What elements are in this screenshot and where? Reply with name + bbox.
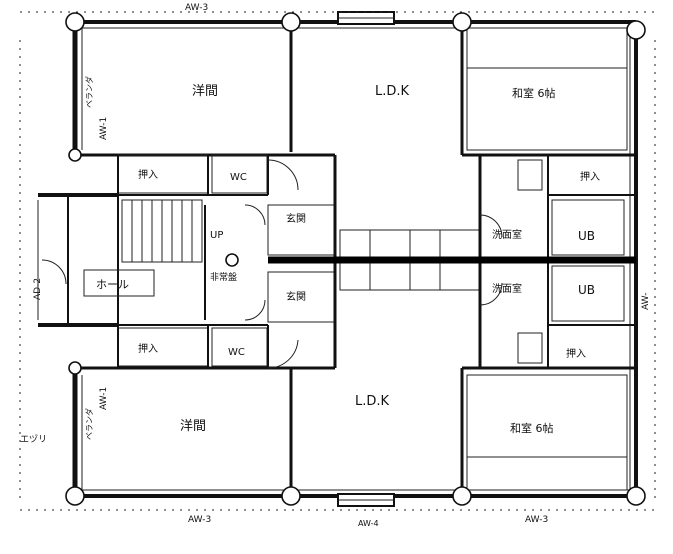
lower-tatami-label: 和室 6帖: [510, 421, 554, 435]
hall-label: ホール: [96, 278, 129, 291]
lower-closet-right-label: 押入: [566, 347, 586, 360]
room-labels: 洋間 L.D.K 和室 6帖 押入 WC 押入 玄関 洗面室 UB UP 非常盤…: [96, 84, 600, 435]
door-swings: [41, 159, 503, 369]
aw4-bottom-label: AW-4: [358, 519, 379, 528]
lower-western-label: 洋間: [180, 419, 206, 434]
ezri-label: エヅリ: [20, 434, 47, 445]
main-distribution-label: 非常盤: [210, 271, 237, 283]
windows: [337, 11, 395, 507]
laundry-lower-label: 洗面室: [492, 282, 522, 295]
lower-ldk-label: L.D.K: [355, 394, 390, 409]
annotation-labels: AW-1 ベランダ AD-2 AW-1 ベランダ エヅリ AW-3 AW-3 A…: [20, 3, 651, 528]
upper-ldk-label: L.D.K: [375, 84, 410, 99]
aw3-top-label: AW-3: [185, 3, 208, 13]
upper-entrance-label: 玄関: [286, 212, 306, 225]
veranda-lower-label: ベランダ: [84, 408, 94, 440]
aw1-upper-label: AW-1: [99, 117, 109, 140]
upper-wc-label: WC: [230, 172, 247, 183]
aw3-bottom-left-label: AW-3: [188, 515, 211, 525]
aw3-bottom-right-label: AW-3: [525, 515, 548, 525]
aw1-lower-label: AW-1: [99, 387, 109, 410]
lower-wc-label: WC: [228, 347, 245, 358]
veranda-upper-label: ベランダ: [84, 76, 94, 108]
dimension-marks: [19, 11, 660, 511]
interior-walls: [75, 22, 636, 496]
aw-right-label: AW-: [641, 293, 651, 310]
upper-closet-right-label: 押入: [580, 170, 600, 183]
upper-western-label: 洋間: [192, 84, 218, 99]
up-label: UP: [210, 230, 223, 241]
upper-tatami-label: 和室 6帖: [512, 86, 556, 100]
ad2-label: AD-2: [33, 278, 43, 300]
structural-columns: [65, 12, 646, 506]
ub-upper-label: UB: [578, 229, 595, 243]
ub-lower-label: UB: [578, 283, 595, 297]
upper-closet-label: 押入: [138, 168, 158, 181]
lower-closet-label: 押入: [138, 342, 158, 355]
lower-entrance-label: 玄関: [286, 290, 306, 303]
laundry-upper-label: 洗面室: [492, 228, 522, 241]
